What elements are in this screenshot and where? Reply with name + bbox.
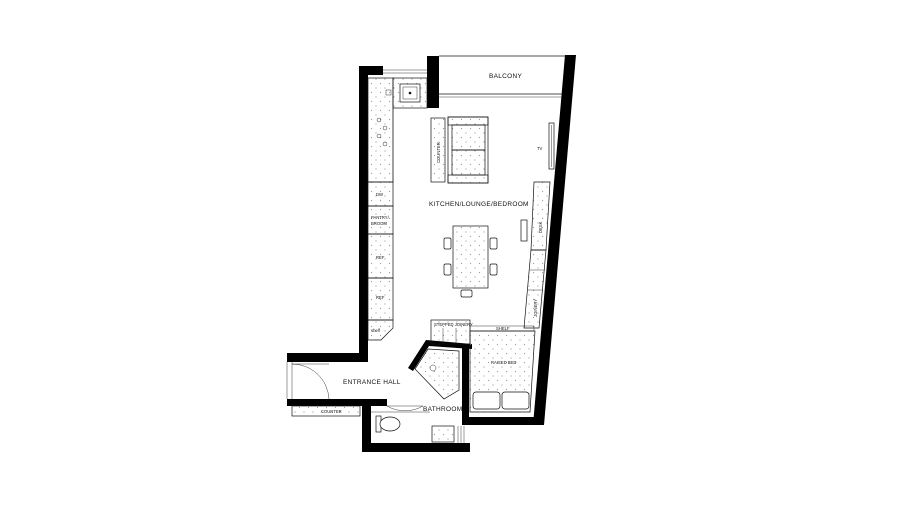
right-joinery: DESK JOINERY xyxy=(520,181,551,329)
wall-balcony-left xyxy=(427,56,439,108)
shower xyxy=(414,348,460,400)
label-counter-entrance: COUNTER xyxy=(321,409,342,414)
kitchen-joinery: DW PANTRY/ BROOM REF REF shelf xyxy=(367,77,428,341)
kitchen-bench xyxy=(367,77,394,183)
label-pantry-2: BROOM xyxy=(371,221,387,226)
basin xyxy=(431,425,455,443)
label-pantry-1: PANTRY/ xyxy=(371,215,390,220)
label-ref-2: REF xyxy=(376,295,385,300)
sofa-cushion-top xyxy=(451,124,486,151)
wall-entrance-top xyxy=(287,353,368,362)
label-dw: DW xyxy=(376,192,383,197)
bathroom-door xyxy=(386,405,424,412)
pillow xyxy=(472,391,501,410)
toilet-bowl xyxy=(379,416,401,432)
entry-door xyxy=(291,363,330,400)
dw-cabinet xyxy=(367,181,394,207)
kitchen-shelf xyxy=(367,319,394,341)
chair xyxy=(489,263,498,276)
wall-bottom xyxy=(362,443,470,452)
wall-entrance-bottom xyxy=(287,399,387,406)
wall-top-left xyxy=(359,66,383,75)
pillow xyxy=(501,391,530,410)
label-tv: TV xyxy=(537,146,543,151)
label-ref-1: REF xyxy=(376,255,385,260)
room-label-raised-bed: RAISED BED xyxy=(491,360,516,365)
label-shelf-kitchen: shelf xyxy=(371,328,381,333)
chair xyxy=(489,237,498,250)
wall-bathroom-left xyxy=(362,399,371,451)
lounge: COUNTER TV KITCHEN/LOUNGE/BEDROOM xyxy=(429,116,555,208)
sofa-cushion-bottom xyxy=(451,149,486,176)
label-desk: DESK xyxy=(538,221,543,233)
room-label-entrance: ENTRANCE HALL xyxy=(343,379,401,386)
desk xyxy=(530,181,551,251)
room-label-bathroom: BATHROOM xyxy=(423,406,462,413)
room-label-balcony: BALCONY xyxy=(489,73,523,80)
label-counter-lounge: COUNTER xyxy=(436,142,441,163)
label-stepped-joinery: STEPPED JOINERY xyxy=(434,322,473,327)
entrance-hall: ENTRANCE HALL COUNTER xyxy=(286,362,401,417)
dining xyxy=(443,225,498,298)
chair xyxy=(460,289,473,298)
wall-left-kitchen xyxy=(359,66,368,362)
desk-chair xyxy=(520,219,528,242)
ref-cabinet-2 xyxy=(367,277,394,321)
label-shelf-bed: SHELF xyxy=(496,326,510,331)
pantry-cabinet xyxy=(367,205,394,235)
wall-bathroom-right xyxy=(462,344,469,424)
wall-right xyxy=(533,55,576,425)
entrance-counter xyxy=(291,405,361,417)
wall-bottom-right xyxy=(462,417,544,425)
room-label-main: KITCHEN/LOUNGE/BEDROOM xyxy=(429,201,529,208)
joinery-right xyxy=(523,249,547,329)
chair xyxy=(443,237,452,250)
raised-bed-area: STEPPED JOINERY SHELF RAISED BED xyxy=(430,319,536,413)
walls xyxy=(287,55,576,452)
label-joinery-right: JOINERY xyxy=(533,299,538,317)
lounge-counter xyxy=(430,117,446,183)
balcony: BALCONY xyxy=(383,55,567,98)
chair xyxy=(443,263,452,276)
dining-table xyxy=(452,225,489,289)
wall-bathroom-angle xyxy=(408,340,472,371)
ref-cabinet-1 xyxy=(367,233,394,279)
bathroom: BATHROOM xyxy=(375,348,465,443)
